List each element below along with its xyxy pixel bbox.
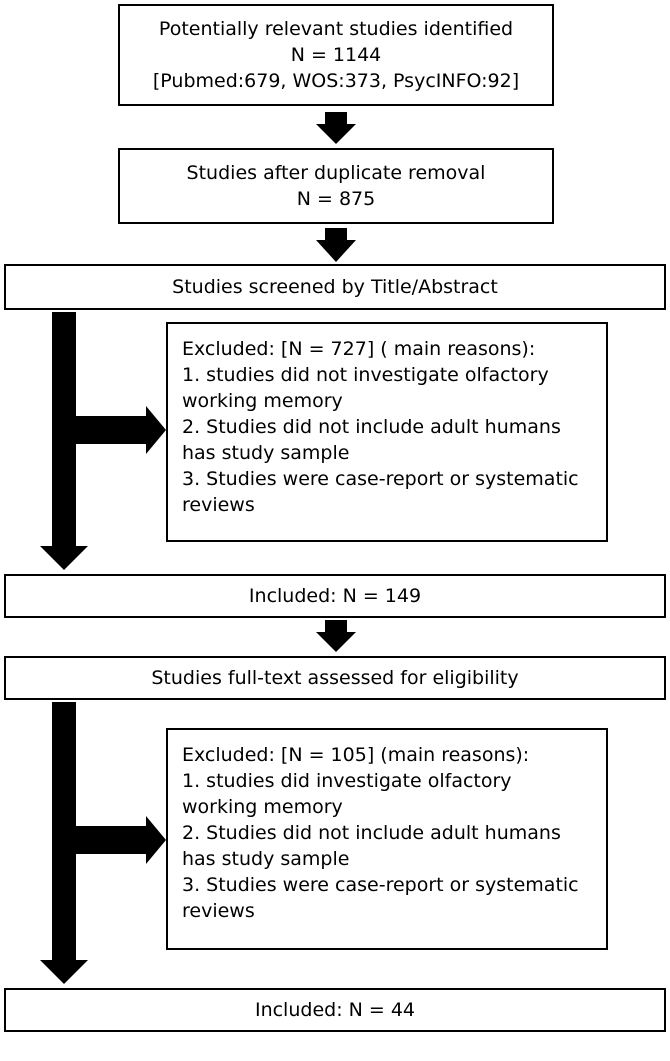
included-box-1: Included: N = 149 (4, 574, 666, 618)
down-arrow (316, 228, 356, 262)
fulltext-box: Studies full-text assessed for eligibili… (4, 656, 666, 700)
excluded-2-reason: 2. Studies did not include adult humans … (182, 822, 561, 870)
excluded-box-2: Excluded: [N = 105] (main reasons): 1. s… (166, 728, 608, 950)
excluded-1-header: Excluded: [N = 727] ( main reasons): (182, 338, 536, 360)
included-2-label: Included: N = 44 (254, 999, 416, 1021)
dedup-count: N = 875 (296, 188, 376, 210)
screened-title: Studies screened by Title/Abstract (172, 276, 498, 298)
included-box-2: Included: N = 44 (4, 988, 666, 1032)
excluded-box-1: Excluded: [N = 727] ( main reasons): 1. … (166, 322, 608, 542)
long-down-arrow (40, 702, 88, 984)
identified-title: Potentially relevant studies identified (158, 18, 514, 40)
fulltext-title: Studies full-text assessed for eligibili… (151, 667, 519, 689)
right-branch-arrow (76, 406, 166, 454)
included-1-label: Included: N = 149 (248, 585, 422, 607)
long-down-arrow (40, 312, 88, 570)
dedup-title: Studies after duplicate removal (186, 162, 486, 184)
identified-box: Potentially relevant studies identified … (118, 4, 554, 106)
identified-count: N = 1144 (290, 44, 382, 66)
excluded-2-reason: 1. studies did investigate olfactory wor… (182, 770, 512, 818)
right-branch-arrow (76, 816, 166, 864)
excluded-1-reason: 3. Studies were case-report or systemati… (182, 468, 579, 516)
down-arrow (316, 620, 356, 652)
excluded-1-reason: 2. Studies did not include adult humans … (182, 416, 561, 464)
excluded-2-header: Excluded: [N = 105] (main reasons): (182, 744, 530, 766)
identified-sources: [Pubmed:679, WOS:373, PsycINFO:92] (152, 70, 520, 92)
screened-box: Studies screened by Title/Abstract (4, 264, 666, 310)
excluded-1-reason: 1. studies did not investigate olfactory… (182, 364, 549, 412)
excluded-2-reason: 3. Studies were case-report or systemati… (182, 874, 579, 922)
dedup-box: Studies after duplicate removal N = 875 (118, 148, 554, 224)
down-arrow (316, 112, 356, 144)
